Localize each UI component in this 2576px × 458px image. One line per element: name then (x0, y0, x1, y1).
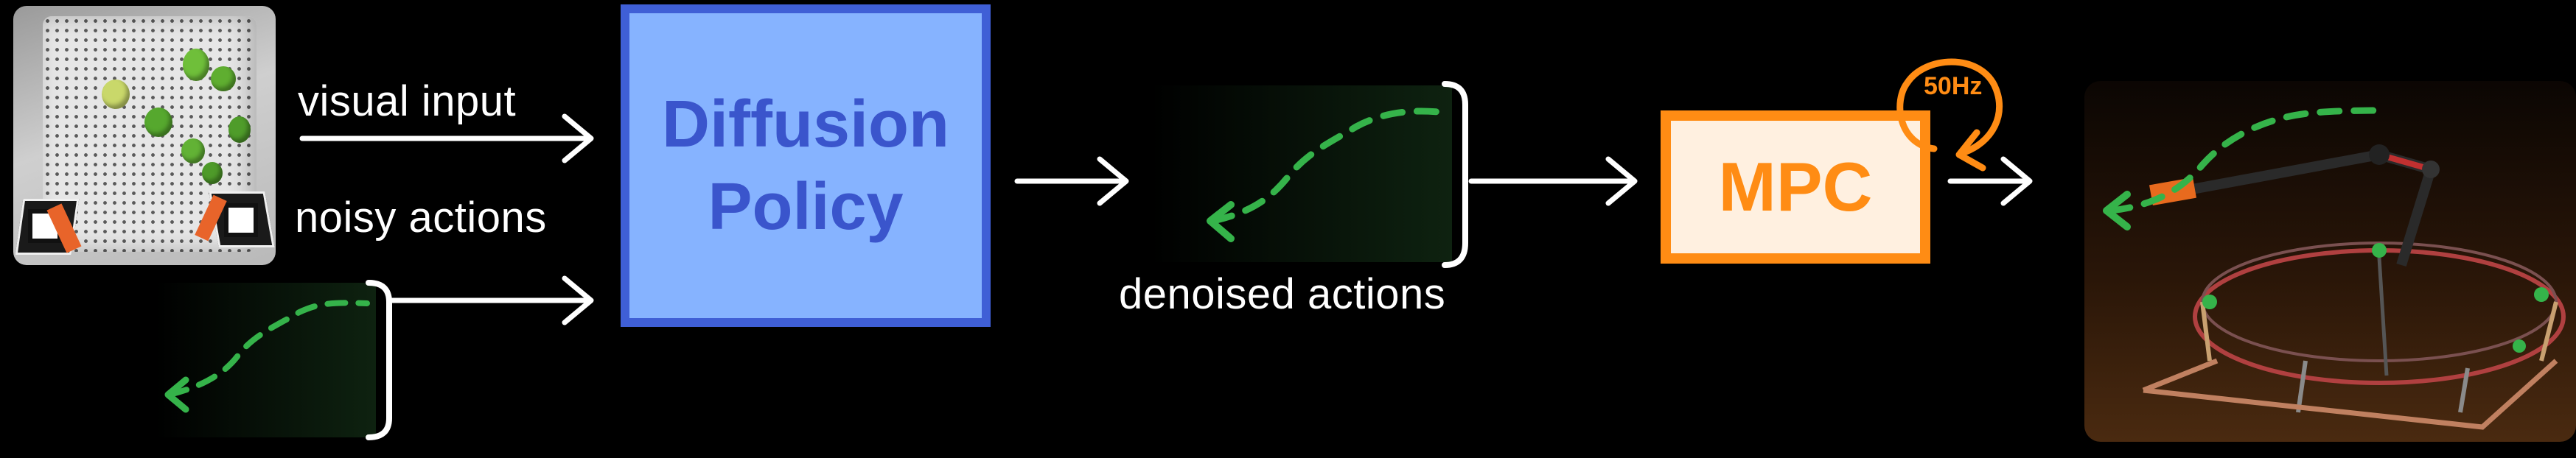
mpc-label: MPC (1718, 148, 1873, 225)
robot-view-image (2084, 81, 2576, 442)
lime (183, 49, 209, 81)
rate-label: 50Hz (1924, 72, 1983, 100)
denoised-actions-panel (1150, 81, 1468, 268)
noisy-actions-label: noisy actions (295, 194, 547, 242)
loop-arrow-icon (1896, 58, 2003, 172)
dashed-trajectory-icon (1210, 108, 1442, 225)
dashed-trajectory-icon (2107, 107, 2390, 214)
arrow-right-icon (1468, 156, 1638, 206)
lime (144, 108, 172, 137)
lime (228, 116, 251, 143)
dashed-trajectory-icon (167, 300, 370, 398)
trajectory-arrowhead-icon (1207, 201, 1235, 242)
camera-view-image (13, 6, 276, 265)
diffusion-policy-label-line2: Policy (708, 170, 904, 244)
noisy-actions-panel (155, 280, 392, 440)
lime (211, 66, 236, 91)
visual-input-label: visual input (298, 77, 517, 125)
diffusion-policy-block: Diffusion Policy (621, 4, 991, 327)
fiducial-tag (224, 203, 258, 237)
mpc-block: MPC (1661, 110, 1930, 264)
trajectory-arrowhead-icon (164, 376, 189, 413)
lime (102, 80, 130, 109)
arrow-right-icon (1947, 156, 2033, 206)
noisy-actions-background (155, 283, 376, 437)
arrow-right-icon (299, 113, 594, 163)
curly-bracket-icon (1442, 81, 1468, 268)
lime (181, 138, 205, 163)
arrow-right-icon (388, 275, 594, 325)
arrow-right-icon (1014, 156, 1129, 206)
trajectory-arrowhead-icon (2103, 191, 2131, 230)
drone-illustration (2103, 107, 2566, 430)
denoised-actions-label: denoised actions (1119, 270, 1446, 318)
diffusion-policy-label-line1: Diffusion (662, 88, 949, 161)
lime (202, 162, 223, 184)
curly-bracket-icon (366, 280, 392, 440)
denoised-actions-background (1150, 85, 1452, 262)
